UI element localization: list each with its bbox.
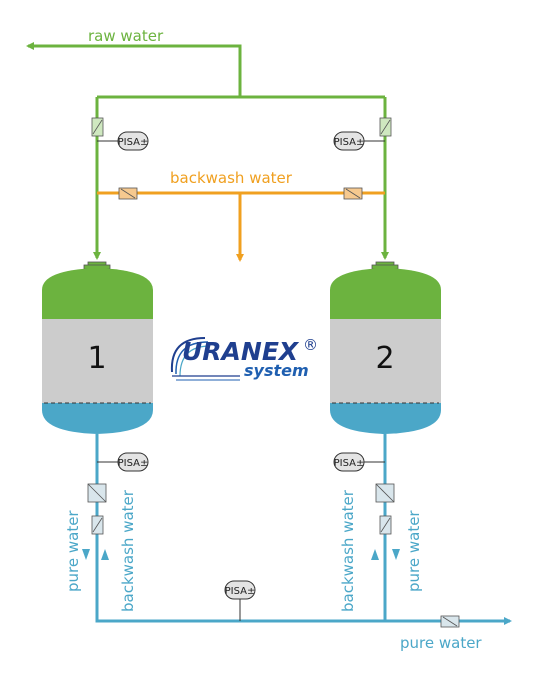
svg-text:PISA±: PISA± — [118, 458, 149, 469]
valve-raw-left — [91, 117, 104, 137]
backwash-water-right-label: backwash water — [339, 489, 357, 612]
vessel-2-label: 2 — [375, 341, 394, 376]
backwash-water-piping — [97, 191, 385, 262]
flow-direction-arrows — [82, 549, 400, 560]
flow-element-left — [87, 483, 107, 503]
logo-sub: system — [244, 361, 309, 380]
instrument-leaders — [97, 140, 385, 621]
valve-pure-left — [91, 515, 104, 535]
pure-water-right-label: pure water — [405, 510, 423, 592]
vessel-1-label: 1 — [87, 341, 106, 376]
svg-text:PISA±: PISA± — [225, 586, 256, 597]
pisa-instrument-bottom-center: PISA± — [224, 580, 256, 600]
vessel-2: 2 — [330, 261, 441, 434]
pisa-instrument-bottom-right: PISA± — [333, 452, 365, 472]
svg-text:PISA±: PISA± — [118, 137, 149, 148]
pisa-instrument-bottom-left: PISA± — [117, 452, 149, 472]
pisa-instrument-top-right: PISA± — [333, 131, 365, 151]
pure-water-outlet-label: pure water — [400, 634, 482, 652]
pure-water-piping — [95, 434, 512, 625]
logo-brand: URANEX — [182, 337, 300, 366]
backwash-water-label: backwash water — [170, 169, 293, 187]
flow-element-right — [375, 483, 395, 503]
uranex-logo: URANEX system ® — [170, 336, 318, 381]
logo-registered-mark: ® — [303, 336, 318, 354]
valve-raw-right — [379, 117, 392, 137]
svg-text:PISA±: PISA± — [334, 458, 365, 469]
pure-water-left-label: pure water — [64, 510, 82, 592]
valve-backwash-right — [343, 187, 363, 200]
raw-water-piping — [26, 42, 389, 260]
valve-pure-outlet — [440, 615, 460, 628]
valve-backwash-left — [118, 187, 138, 200]
vessel-1: 1 — [42, 261, 153, 434]
svg-text:PISA±: PISA± — [334, 137, 365, 148]
pisa-instrument-top-left: PISA± — [117, 131, 149, 151]
raw-water-label: raw water — [88, 27, 164, 45]
backwash-water-left-label: backwash water — [119, 489, 137, 612]
valve-pure-right — [379, 515, 392, 535]
